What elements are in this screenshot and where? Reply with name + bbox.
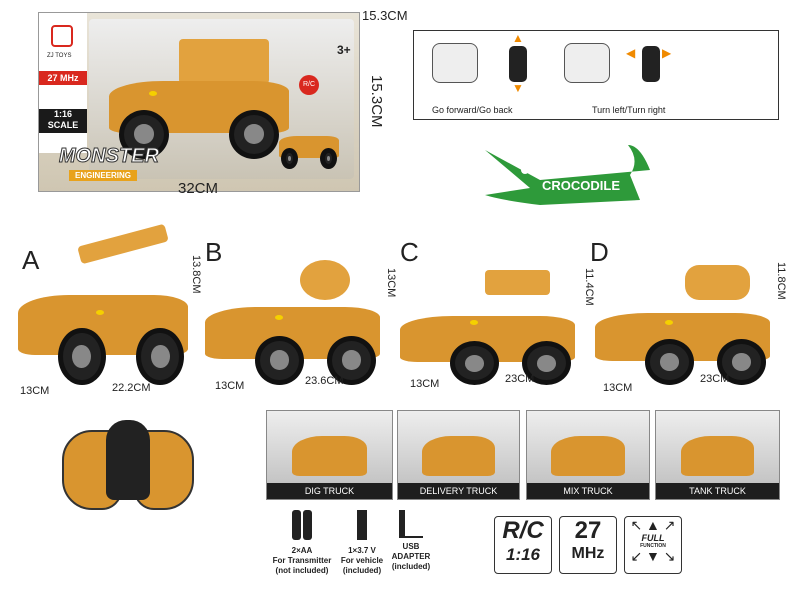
box-window [89,19,354,179]
full-function-badge: ↖ ▲ ↗ FULL FUNCTION ↙ ▼ ↘ [624,516,682,574]
car-icon [509,46,527,82]
accessory-line: 1×3.7 V [348,546,376,555]
accessory-line: ADAPTER [391,552,431,561]
variant-letter: C [400,237,419,267]
freq-number: 27 [574,517,602,544]
full-text: FULL [641,533,665,543]
monster-logo: MONSTER [59,145,160,168]
turn-label: Turn left/Turn right [592,105,666,115]
boxed-truck-small [279,114,339,169]
mode-dig-truck: DIG TRUCK [266,410,393,500]
arrow-right-icon: ▶ [662,46,672,60]
box-height: 15.3CM [368,75,385,128]
crocodile-logo: CROCODILE [480,140,660,220]
remote-icon [564,43,610,83]
arrows-icon: ↙ ▼ ↘ [630,548,676,564]
rc-badge: R/C [299,75,319,95]
frequency-badge: 27 MHz [559,516,617,574]
variant-height: 13.8CM [190,255,202,294]
variant-length: 23.6CM [305,375,344,387]
truck-dig [18,223,188,385]
boxed-truck [109,29,289,159]
box-width: 32CM [178,180,219,197]
scale-text: 1:16 [505,545,541,564]
crocodile-icon [485,145,650,205]
variant-width: 13CM [603,382,633,394]
brand-name: ZJ TOYS [47,53,72,59]
variant-length: 23CM [505,373,535,385]
truck-delivery [400,270,575,385]
accessory-line: (not included) [275,566,329,575]
variant-height: 11.8CM [775,262,787,300]
mode-label: DIG TRUCK [267,483,392,499]
arrow-left-icon: ◀ [626,46,636,60]
scale-value: 1:16 [53,109,72,119]
variant-letter: B [205,237,223,267]
mode-tank-truck: TANK TRUCK [655,410,780,500]
arrow-up-icon: ▲ [512,31,524,45]
variant-height: 13CM [385,268,397,298]
mode-label: MIX TRUCK [527,483,649,499]
engineering-logo: ENGINEERING [69,170,138,181]
mode-mix-truck: MIX TRUCK [526,410,650,500]
accessory-line: For vehicle [340,556,384,565]
variant-letter: D [590,237,609,267]
arrow-down-icon: ▼ [512,81,524,95]
battery-pack-icon [357,510,367,540]
scale-label: SCALE [47,120,79,130]
variant-length: 22.2CM [112,382,151,394]
car-icon [642,46,660,82]
brand-logo [51,25,73,47]
variant-letter: A [22,245,40,275]
mode-label: DELIVERY TRUCK [398,483,519,499]
remote-icon [432,43,478,83]
rc-text: R/C [502,517,544,544]
age-label: 3+ [337,43,351,57]
truck-tank [595,265,770,385]
control-instructions: ▲ ▼ Go forward/Go back ◀ ▶ Turn left/Tur… [413,30,779,120]
rc-scale-badge: R/C 1:16 [494,516,552,574]
variant-width: 13CM [410,378,440,390]
accessory-line: (included) [342,566,382,575]
remote-controller [62,420,194,510]
box-depth: 15.3CM [362,8,408,23]
variant-length: 23CM [700,373,730,385]
variant-width: 13CM [20,385,50,397]
variant-height: 11.4CM [583,268,595,306]
variant-width: 13CM [215,380,245,392]
mode-label: TANK TRUCK [656,483,779,499]
accessory-line: 2×AA [291,546,313,555]
forward-back-label: Go forward/Go back [432,105,513,115]
freq-unit: MHz [571,545,605,562]
arrows-icon: ↖ ▲ ↗ [630,517,676,533]
battery-icon [292,510,312,540]
usb-cable-icon [399,510,423,538]
frequency-tag: 27 MHz [39,71,87,85]
crocodile-text: CROCODILE [542,178,620,193]
function-text: FUNCTION [640,543,666,549]
accessory-line: (included) [391,562,431,571]
truck-mix [205,255,380,385]
accessory-line: USB [402,542,420,551]
accessory-line: For Transmitter [272,556,332,565]
mode-delivery-truck: DELIVERY TRUCK [397,410,520,500]
